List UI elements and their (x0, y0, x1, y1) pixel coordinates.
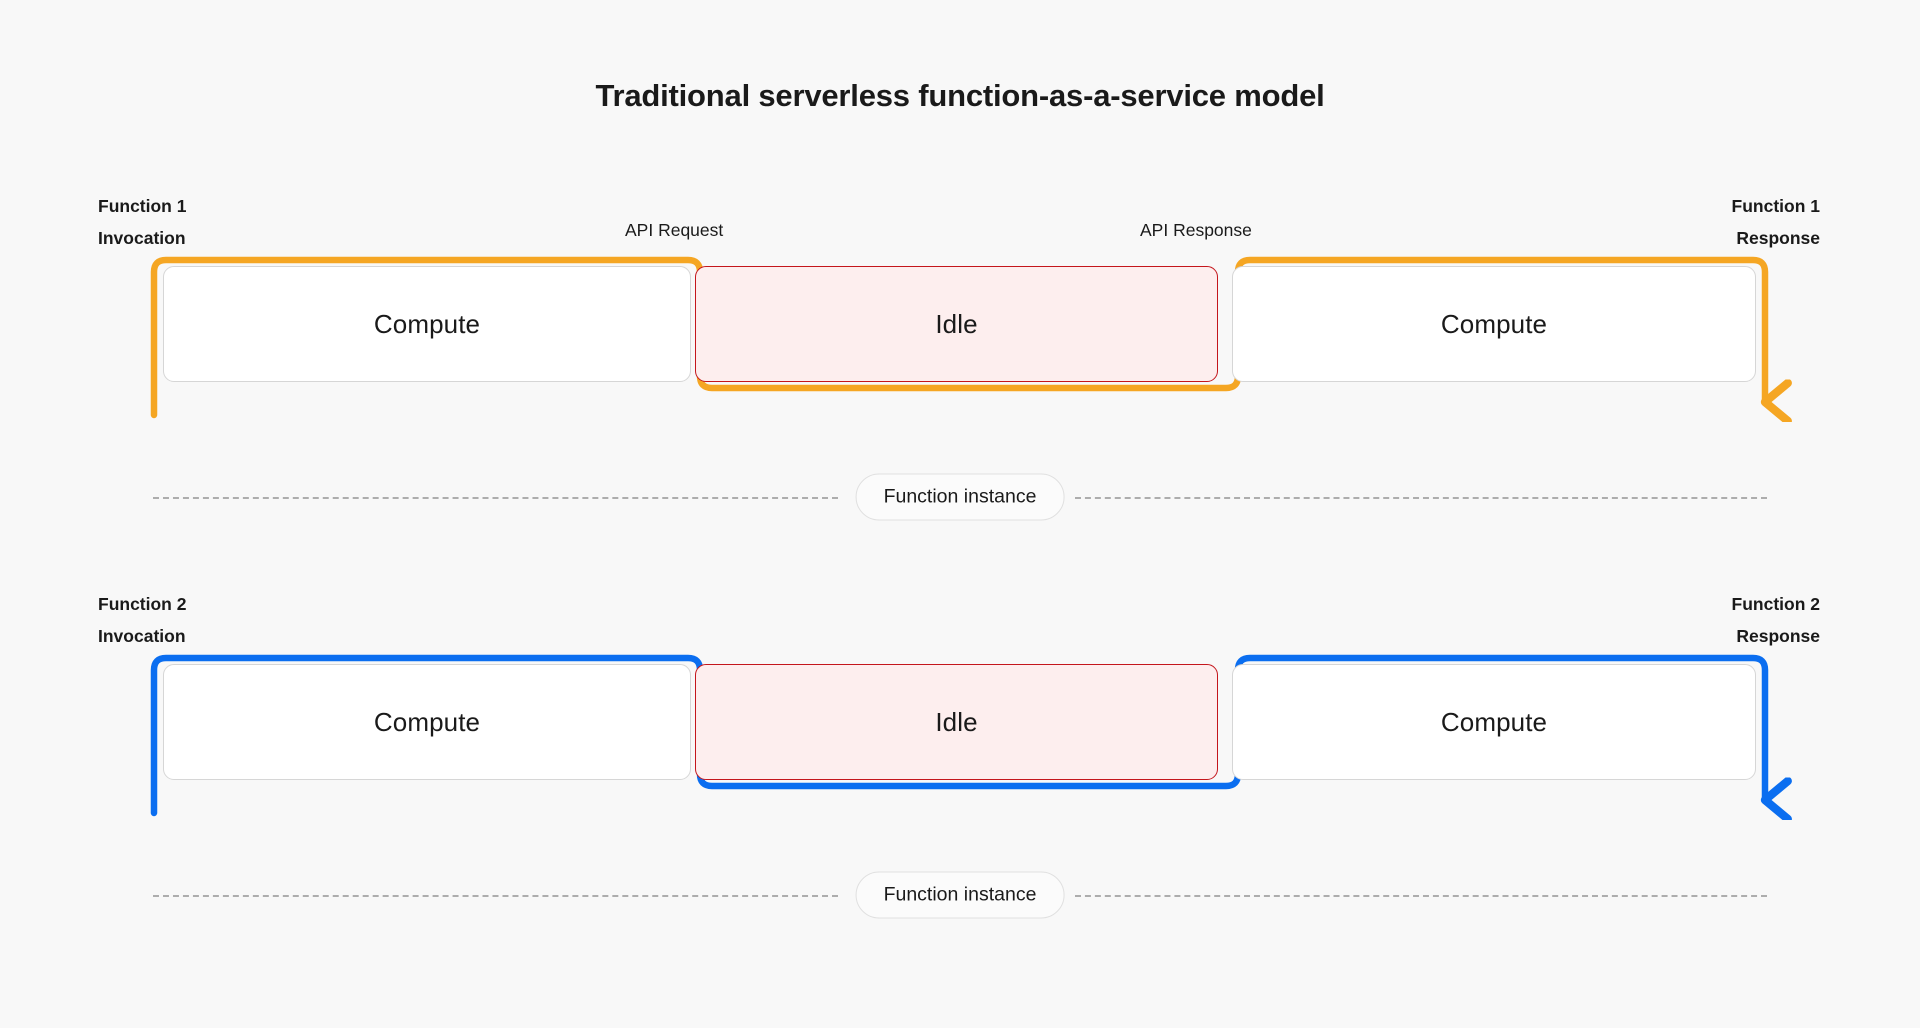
instance-dash-right (1075, 497, 1767, 499)
instance-dash-left (153, 895, 838, 897)
segment-idle-2: Idle (695, 664, 1218, 780)
segment-label: Compute (373, 308, 481, 339)
function-2-instance-row: Function instance (0, 871, 1920, 919)
lane-2-track: Compute Idle Compute (0, 650, 1920, 820)
function-1-response-label: Function 1 Response (1731, 196, 1820, 248)
segment-label: Compute (1440, 706, 1548, 737)
function-instance-pill-2: Function instance (855, 871, 1065, 919)
instance-dash-right (1075, 895, 1767, 897)
segment-compute-2b: Compute (1232, 664, 1756, 780)
lane-2-labels: Function 2 Invocation Function 2 Respons… (0, 588, 1920, 662)
function-1-instance-row: Function instance (0, 473, 1920, 521)
segment-idle-1: Idle (695, 266, 1218, 382)
segment-label: Compute (1440, 308, 1548, 339)
segment-compute-1a: Compute (163, 266, 691, 382)
segment-label: Idle (935, 706, 978, 737)
api-request-label: API Request (625, 220, 724, 240)
api-response-label: API Response (1140, 220, 1252, 240)
instance-dash-left (153, 497, 838, 499)
function-1-invocation-label: Function 1 Invocation (98, 196, 187, 248)
segment-label: Idle (935, 308, 978, 339)
function-2-response-label: Function 2 Response (1731, 594, 1820, 646)
page-title: Traditional serverless function-as-a-ser… (595, 78, 1325, 113)
function-2-invocation-label: Function 2 Invocation (98, 594, 187, 646)
lane-1-track: Compute Idle Compute (0, 252, 1920, 422)
segment-compute-2a: Compute (163, 664, 691, 780)
segment-label: Compute (373, 706, 481, 737)
lane-1-labels: Function 1 Invocation API Request API Re… (0, 190, 1920, 264)
segment-compute-1b: Compute (1232, 266, 1756, 382)
function-instance-pill-1: Function instance (855, 473, 1065, 521)
